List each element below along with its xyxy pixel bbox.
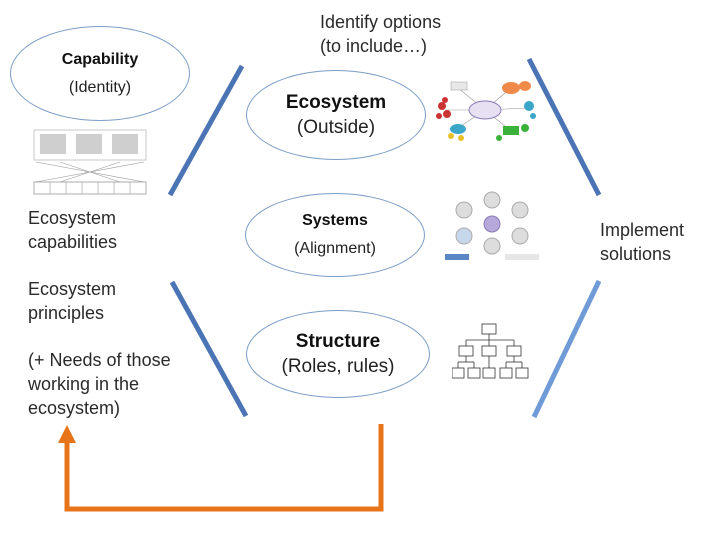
capability-oval: Capability (Identity) — [10, 26, 190, 121]
ecosystem-capabilities-label: Ecosystem capabilities — [28, 206, 117, 254]
implement-line-2: solutions — [600, 244, 672, 264]
identify-options-label: Identify options (to include…) — [320, 10, 441, 58]
structure-oval: Structure (Roles, rules) — [246, 310, 430, 398]
needs-line-1: (+ Needs of those — [28, 350, 171, 370]
systems-subtitle: (Alignment) — [294, 240, 376, 257]
implement-line-1: Implement — [600, 220, 685, 240]
capability-subtitle: (Identity) — [68, 78, 132, 96]
systems-oval: Systems (Alignment) — [245, 193, 425, 277]
right-upper-bar — [526, 57, 602, 197]
principles-line-2: principles — [28, 303, 105, 323]
ecosystem-map-thumbnail — [433, 76, 541, 146]
systems-circle-thumbnail — [443, 190, 541, 262]
identify-line-1: Identify options — [320, 12, 442, 32]
capability-title: Capability — [61, 50, 139, 68]
needs-label: (+ Needs of those working in the ecosyst… — [28, 348, 171, 420]
feedback-arrowhead — [58, 425, 76, 443]
ecosystem-subtitle: (Outside) — [296, 116, 376, 138]
caps-line-2: capabilities — [28, 232, 118, 252]
caps-line-1: Ecosystem — [28, 208, 117, 228]
feedback-arrow — [64, 424, 384, 512]
ecosystem-oval: Ecosystem (Outside) — [246, 70, 426, 160]
right-lower-bar — [531, 279, 602, 419]
ecosystem-title: Ecosystem — [285, 91, 387, 113]
structure-subtitle: (Roles, rules) — [281, 355, 395, 377]
structure-title: Structure — [295, 330, 381, 352]
principles-line-1: Ecosystem — [28, 279, 117, 299]
org-chart-icon — [452, 322, 534, 386]
needs-line-3: ecosystem) — [28, 398, 121, 418]
systems-title: Systems — [302, 212, 368, 229]
left-upper-bar — [167, 64, 245, 197]
ecosystem-principles-label: Ecosystem principles — [28, 277, 116, 325]
capability-table-thumbnail — [30, 122, 150, 197]
identify-line-2: (to include…) — [320, 36, 428, 56]
left-lower-bar — [169, 280, 249, 418]
needs-line-2: working in the — [28, 374, 140, 394]
implement-solutions-label: Implement solutions — [600, 218, 684, 266]
